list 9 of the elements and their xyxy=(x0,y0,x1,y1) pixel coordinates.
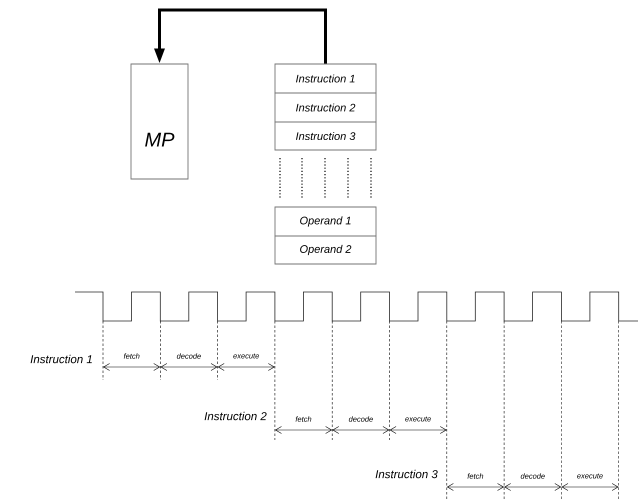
row-label: Instruction 2 xyxy=(204,412,267,420)
memory-cell: Operand 1 xyxy=(274,206,376,236)
memory-cell: Instruction 2 xyxy=(274,92,376,122)
memory-cell: Operand 2 xyxy=(274,236,376,264)
row-label: Instruction 3 xyxy=(376,470,438,478)
processor-box: MP xyxy=(130,64,188,180)
memory-cell: Instruction 1 xyxy=(274,64,376,94)
row-label: Instruction 1 xyxy=(30,354,92,364)
memory-cell: Instruction 3 xyxy=(274,122,376,150)
